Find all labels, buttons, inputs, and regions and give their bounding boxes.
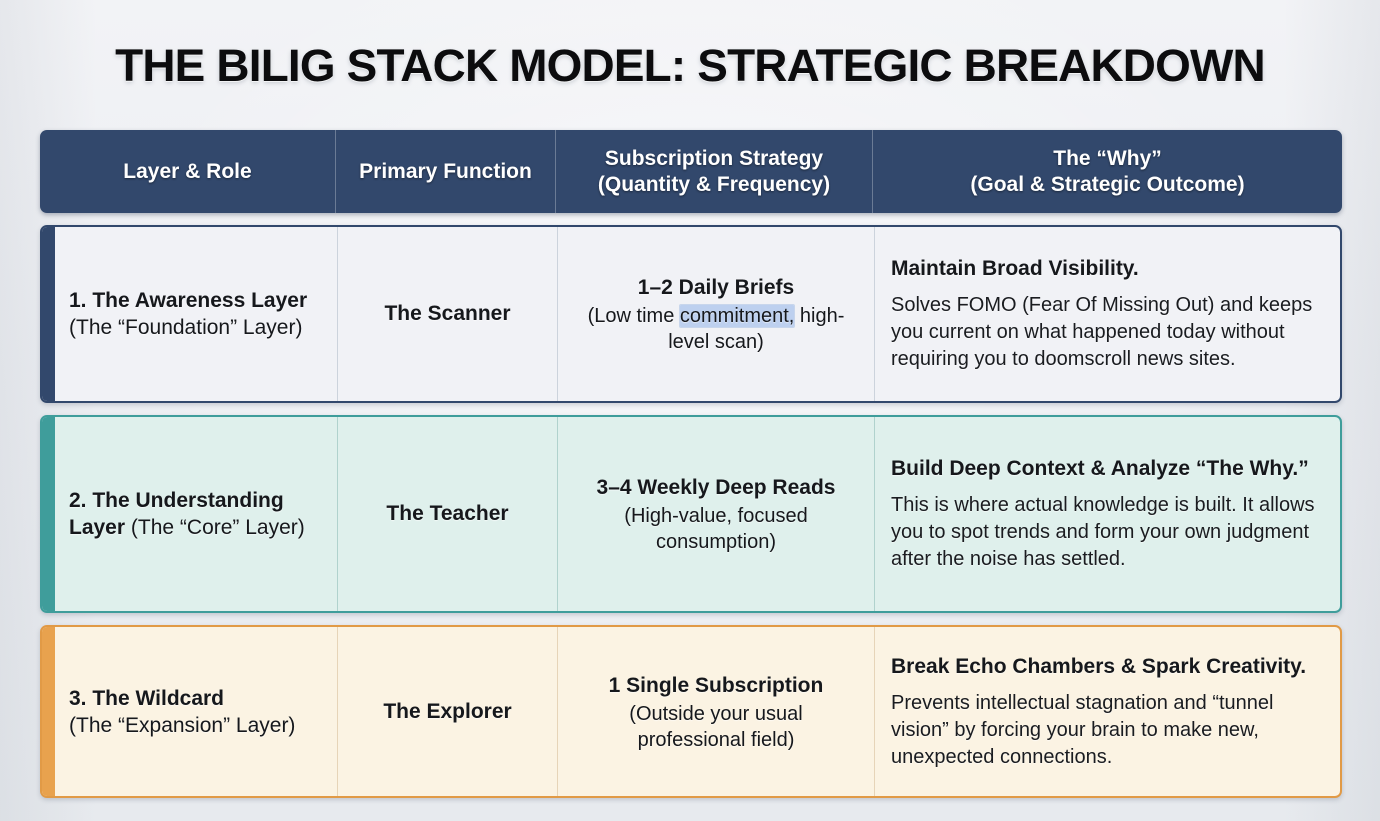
- strategy-note: (Low time commitment, high-level scan): [574, 303, 858, 355]
- strategy-note: (High-value, focused consumption): [624, 505, 808, 553]
- strategy-text: 1 Single Subscription (Outside your usua…: [574, 671, 858, 753]
- why-body: Solves FOMO (Fear Of Missing Out) and ke…: [891, 294, 1313, 370]
- column-header-line2: (Goal & Strategic Outcome): [970, 172, 1245, 196]
- cell-layer-role: 3. The Wildcard (The “Expansion” Layer): [42, 627, 338, 796]
- layer-subtitle: (The “Expansion” Layer): [69, 713, 296, 737]
- table-row: 2. The Understanding Layer (The “Core” L…: [40, 415, 1342, 613]
- cell-primary-function: The Scanner: [338, 227, 558, 401]
- layer-title: 3. The Wildcard: [69, 686, 225, 710]
- strategy-note: (Outside your usual professional field): [629, 702, 803, 751]
- layer-title: 1. The Awareness Layer: [69, 289, 308, 312]
- why-headline: Build Deep Context & Analyze “The Why.”: [891, 457, 1309, 480]
- table-row: 1. The Awareness Layer (The “Foundation”…: [40, 225, 1342, 403]
- layer-name: 3. The Wildcard (The “Expansion” Layer): [69, 685, 321, 739]
- strategy-note-pre: (Low time: [587, 305, 680, 327]
- strategy-headline: 1–2 Daily Briefs: [637, 276, 795, 299]
- why-headline: Maintain Broad Visibility.: [891, 257, 1139, 280]
- column-header-primary-function: Primary Function: [336, 130, 556, 213]
- strategy-text: 1–2 Daily Briefs (Low time commitment, h…: [574, 273, 858, 355]
- strategy-note-post: high-level scan): [668, 305, 845, 353]
- cell-the-why: Build Deep Context & Analyze “The Why.” …: [875, 417, 1340, 611]
- strategy-text: 3–4 Weekly Deep Reads (High-value, focus…: [574, 473, 858, 555]
- column-header-line1: The “Why”: [1053, 146, 1162, 170]
- primary-function-label: The Scanner: [384, 302, 511, 325]
- selected-text[interactable]: commitment,: [679, 305, 795, 327]
- table-header-row: Layer & Role Primary Function Subscripti…: [40, 130, 1342, 213]
- primary-function-label: The Explorer: [383, 699, 512, 723]
- layer-subtitle: (The “Foundation” Layer): [69, 316, 303, 339]
- column-header-line2: (Quantity & Frequency): [597, 172, 831, 196]
- why-body: Prevents intellectual stagnation and “tu…: [891, 691, 1274, 768]
- column-header-the-why: The “Why” (Goal & Strategic Outcome): [873, 130, 1342, 213]
- cell-subscription-strategy: 1 Single Subscription (Outside your usua…: [558, 627, 875, 796]
- column-header-layer-role: Layer & Role: [40, 130, 336, 213]
- column-header-line1: Primary Function: [359, 159, 532, 183]
- row-accent-bar: [42, 417, 55, 611]
- cell-layer-role: 2. The Understanding Layer (The “Core” L…: [42, 417, 338, 611]
- cell-the-why: Maintain Broad Visibility. Solves FOMO (…: [875, 227, 1340, 401]
- layer-name: 2. The Understanding Layer (The “Core” L…: [69, 487, 321, 541]
- row-accent-bar: [42, 627, 55, 796]
- layer-name: 1. The Awareness Layer (The “Foundation”…: [69, 287, 321, 341]
- why-headline: Break Echo Chambers & Spark Creativity.: [891, 654, 1307, 678]
- layer-title: 2. The Understanding Layer: [69, 489, 284, 539]
- cell-subscription-strategy: 1–2 Daily Briefs (Low time commitment, h…: [558, 227, 875, 401]
- column-header-line1: Layer & Role: [123, 159, 252, 183]
- cell-subscription-strategy: 3–4 Weekly Deep Reads (High-value, focus…: [558, 417, 875, 611]
- layer-subtitle: (The “Core” Layer): [130, 516, 305, 539]
- strategy-headline: 3–4 Weekly Deep Reads: [596, 476, 836, 499]
- cell-layer-role: 1. The Awareness Layer (The “Foundation”…: [42, 227, 338, 401]
- page-title: THE BILIG STACK MODEL: STRATEGIC BREAKDO…: [115, 40, 1266, 91]
- table-row: 3. The Wildcard (The “Expansion” Layer) …: [40, 625, 1342, 798]
- strategy-headline: 1 Single Subscription: [608, 673, 824, 697]
- cell-the-why: Break Echo Chambers & Spark Creativity. …: [875, 627, 1340, 796]
- column-header-line1: Subscription Strategy: [604, 146, 824, 170]
- primary-function-label: The Teacher: [386, 502, 509, 525]
- column-header-subscription-strategy: Subscription Strategy (Quantity & Freque…: [556, 130, 873, 213]
- why-body: This is where actual knowledge is built.…: [891, 494, 1315, 570]
- row-accent-bar: [42, 227, 55, 401]
- cell-primary-function: The Explorer: [338, 627, 558, 796]
- cell-primary-function: The Teacher: [338, 417, 558, 611]
- strategy-table: Layer & Role Primary Function Subscripti…: [40, 130, 1342, 798]
